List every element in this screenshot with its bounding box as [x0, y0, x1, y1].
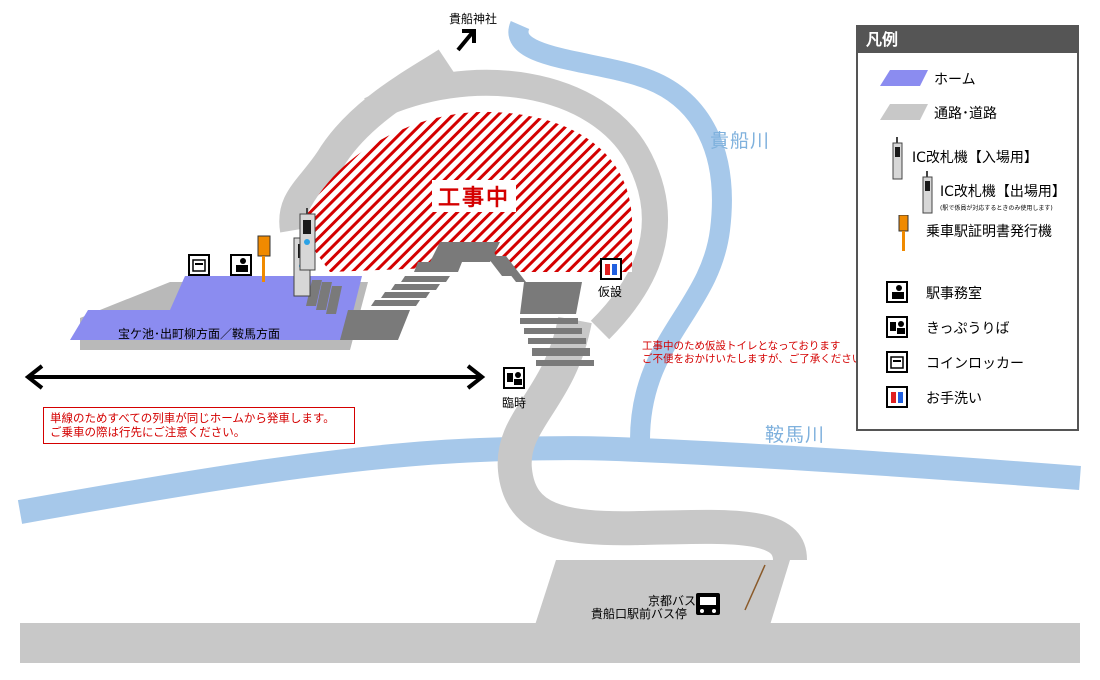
ticket-counter-icon [503, 367, 525, 389]
ic-gate-exit-icon [922, 171, 933, 214]
station-office-icon [230, 254, 252, 276]
bus-label-2: 貴船口駅前バス停 [591, 607, 688, 621]
ticket-issuer [257, 235, 271, 282]
curved-path [364, 69, 668, 340]
legend-exit-note: (駅で係員が対応するときのみ使用します) [940, 205, 1053, 212]
kurama-river-label: 鞍馬川 [765, 424, 826, 446]
ic-gate-exit [299, 208, 316, 271]
notice-line-1: 単線のためすべての列車が同じホームから発車します。 [50, 411, 335, 425]
access-road [497, 316, 807, 562]
kurama-river [17, 436, 1081, 524]
bus-label-1: 京都バス [648, 594, 697, 608]
main-road [20, 623, 1080, 663]
bus-plaza [535, 560, 790, 625]
temp-label: 臨時 [502, 396, 527, 410]
bus-sign-post [744, 564, 766, 611]
toilet-note: 工事中のため仮設トイレとなっております ご不便をおかけいたしますが、ご了承くださ… [642, 340, 862, 366]
toilet-note-line-2: ご不便をおかけいたしますが、ご了承ください [642, 353, 863, 365]
station-office-icon [886, 281, 908, 303]
kibune-river [508, 21, 732, 441]
notice-line-2: ご乗車の際は行先にご注意ください。 [50, 425, 246, 439]
legend: 凡例 ホーム 通路･道路 IC改札機【入場用】 IC改札機【出場用】 (駅で係員… [856, 25, 1079, 431]
road-swatch [880, 104, 928, 120]
ic-gate-entry-icon [892, 137, 903, 180]
toilet-note-line-1: 工事中のため仮設トイレとなっております [642, 340, 841, 352]
temp-restroom-icon [600, 258, 622, 280]
kibune-river-label: 貴船川 [710, 130, 771, 152]
platform [70, 276, 362, 340]
shrine-arrow [456, 29, 476, 52]
coin-locker-icon [886, 351, 908, 373]
ticket-issuer-icon [898, 215, 909, 251]
single-track-notice: 単線のためすべての列車が同じホームから発車します。 ご乗車の際は行先にご注意くだ… [43, 407, 355, 444]
platform-swatch [880, 70, 928, 86]
restroom-icon [886, 386, 908, 408]
coin-locker-icon [188, 254, 210, 276]
temp-toilet-label: 仮設 [598, 285, 623, 299]
ticket-counter-icon [886, 316, 908, 338]
direction-arrow [24, 364, 486, 390]
stairs [306, 242, 594, 366]
bus-icon [696, 593, 720, 615]
legend-title: 凡例 [858, 27, 1077, 53]
construction-label: 工事中 [432, 180, 517, 212]
platform-label: 宝ケ池･出町柳方面／鞍馬方面 [118, 327, 281, 341]
shrine-label: 貴船神社 [449, 12, 498, 26]
